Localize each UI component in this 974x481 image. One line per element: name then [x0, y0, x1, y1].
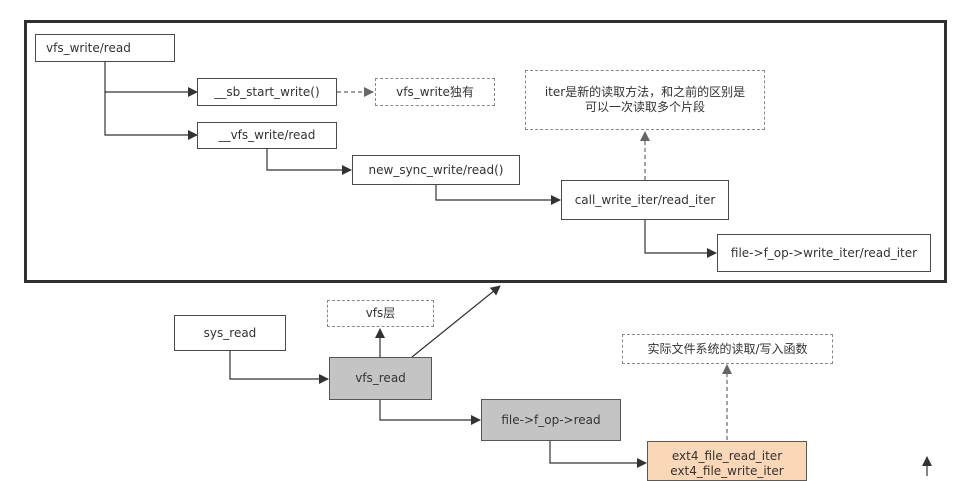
- edge-innervfs-newsync: [266, 148, 352, 175]
- edge-newsync-calliter: [435, 185, 561, 205]
- node-sys-read: sys_read: [174, 315, 286, 351]
- node-sb-start-write: __sb_start_write(): [197, 78, 337, 106]
- node-vfs-read: vfs_read: [329, 357, 432, 400]
- node-fs-note: 实际文件系统的读取/写入函数: [622, 334, 833, 364]
- node-vfs-layer: vfs层: [327, 300, 434, 327]
- edge-calliter-fileop: [644, 220, 717, 258]
- node-file-op-write-iter: file->f_op->write_iter/read_iter: [717, 234, 931, 272]
- node-ext4-file-iter: ext4_file_read_iter ext4_file_write_iter: [647, 441, 807, 481]
- node-new-sync-write-read: new_sync_write/read(): [352, 155, 520, 185]
- node-call-write-iter: call_write_iter/read_iter: [561, 180, 729, 220]
- edge-vfswrite-innervfs: [104, 92, 198, 140]
- vfs-call-frame: [24, 20, 947, 283]
- edge-fileopread-ext4: [549, 441, 647, 468]
- node-inner-vfs-write-read: __vfs_write/read: [197, 122, 337, 149]
- edge-vfsread-fileopread: [379, 400, 481, 425]
- node-iter-note: iter是新的读取方法，和之前的区别是 可以一次读取多个片段: [525, 70, 765, 130]
- node-file-op-read: file->f_op->read: [481, 399, 621, 441]
- edge-vfsread-frame: [411, 285, 501, 358]
- node-vfs-write-note: vfs_write独有: [375, 78, 495, 106]
- edge-sysread-vfsread: [229, 351, 329, 384]
- node-vfs-write-read: vfs_write/read: [35, 34, 175, 62]
